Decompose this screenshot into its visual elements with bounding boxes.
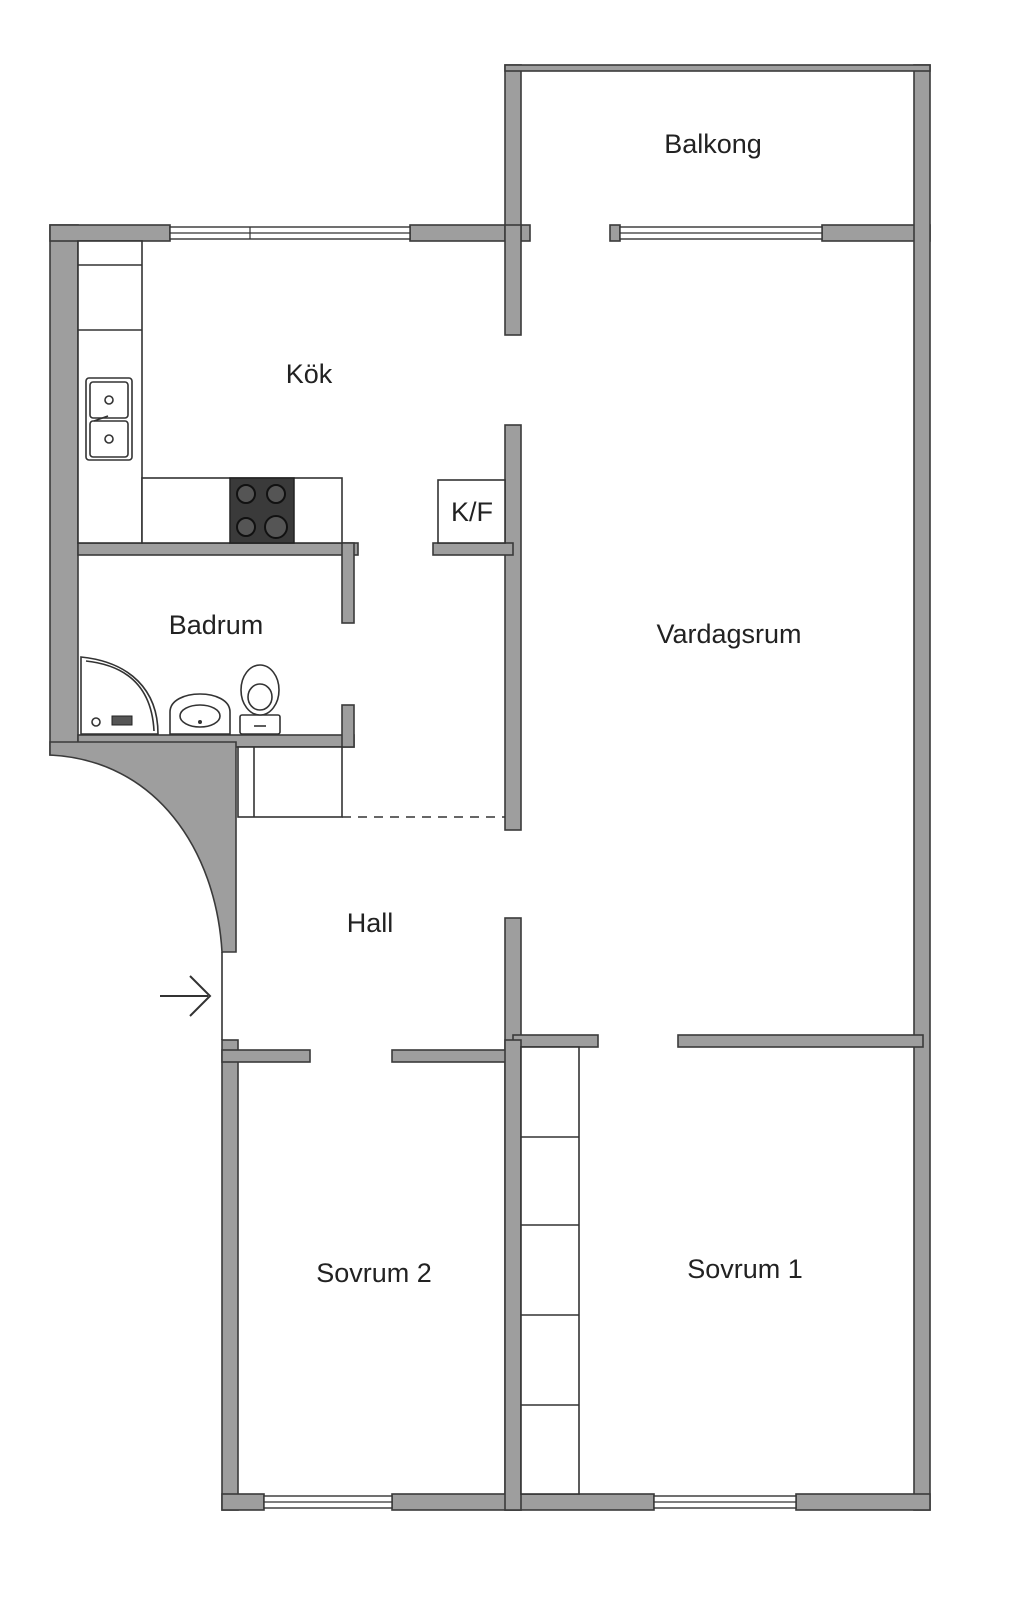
entrance-arrow-icon <box>160 975 212 1017</box>
room-label-hall: Hall <box>347 908 394 938</box>
windows <box>169 226 823 1509</box>
wall-hall-left-lower <box>221 1039 239 1511</box>
wall-bed1-top-left <box>512 1034 599 1048</box>
window-bedroom-1 <box>653 1495 797 1509</box>
wall-kitchen-bath-stub <box>341 542 355 624</box>
wall-kitchen-bath <box>77 542 359 556</box>
wall-top-left <box>49 224 171 242</box>
wall-bed2-top-left <box>221 1049 311 1063</box>
hall-wardrobe <box>237 746 505 818</box>
washbasin-icon <box>169 693 231 735</box>
fridge-freezer <box>437 479 506 544</box>
kitchen-sink-icon <box>85 377 133 461</box>
wall-balcony-left <box>504 64 522 242</box>
wall-top-right-a <box>609 224 621 242</box>
wall-bottom-c <box>795 1493 931 1511</box>
wall-central-upper <box>504 424 522 831</box>
stove-icon <box>229 477 295 544</box>
room-label-kf: K/F <box>451 497 493 527</box>
wall-balcony-right <box>913 64 931 1511</box>
wall-bath-lower-stub <box>341 704 355 748</box>
room-label-sovrum2: Sovrum 2 <box>316 1258 432 1288</box>
wall-entrance-curve <box>49 741 237 953</box>
wall-bed2-top-right <box>391 1049 514 1063</box>
room-label-sovrum1: Sovrum 1 <box>687 1254 803 1284</box>
wall-bottom-a <box>221 1493 265 1511</box>
wall-stub-kitchen <box>504 224 522 336</box>
shower-icon <box>80 656 159 735</box>
wall-kf <box>432 542 514 556</box>
toilet-icon <box>239 664 281 735</box>
wall-bottom-b <box>391 1493 655 1511</box>
walls <box>49 64 931 1511</box>
window-living <box>619 226 823 240</box>
bedroom-wardrobe <box>520 1046 580 1495</box>
room-label-badrum: Badrum <box>169 610 264 640</box>
wall-bed-divider <box>504 1039 522 1511</box>
room-label-balkong: Balkong <box>664 129 762 159</box>
window-kitchen <box>169 226 411 240</box>
window-bedroom-2 <box>263 1495 393 1509</box>
wall-left-upper <box>49 224 79 756</box>
room-label-vardagsrum: Vardagsrum <box>656 619 801 649</box>
wall-balcony-top <box>504 64 931 72</box>
room-label-kok: Kök <box>286 359 333 389</box>
wall-bed1-top-right <box>677 1034 924 1048</box>
